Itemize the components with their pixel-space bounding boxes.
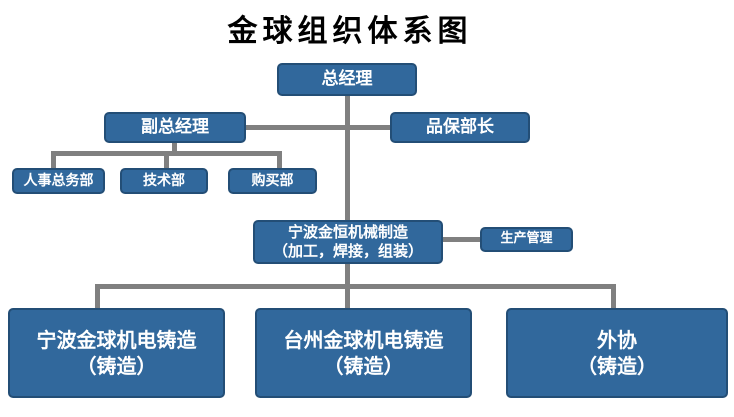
node-label-line2: （铸造）	[577, 354, 657, 378]
node-label-line1: 外协	[597, 328, 637, 352]
node-label: 技术部	[143, 172, 185, 189]
node-ningbo-casting: 宁波金球机电铸造 （铸造）	[8, 308, 225, 398]
node-label-line2: （铸造）	[76, 354, 157, 378]
node-label: 人事总务部	[23, 172, 94, 189]
connector-bottom-rail	[95, 284, 616, 289]
connector-to-outsourcing	[611, 284, 616, 308]
node-general-manager: 总经理	[277, 63, 417, 96]
node-label-line1: 宁波金球机电铸造	[36, 328, 197, 352]
node-label-line1: 宁波金恒机械制造	[287, 222, 408, 241]
node-taizhou-casting: 台州金球机电铸造 （铸造）	[255, 308, 472, 398]
node-quality-assurance-chief: 品保部长	[390, 112, 530, 143]
node-label-line2: （铸造）	[323, 354, 404, 378]
chart-title: 金球组织体系图	[227, 14, 473, 49]
node-purchasing-dept: 购买部	[228, 168, 317, 194]
node-outsourcing: 外协 （铸造）	[506, 308, 728, 398]
node-jinheng-machinery: 宁波金恒机械制造 （加工，焊接，组装）	[253, 220, 443, 264]
node-label: 品保部长	[426, 117, 494, 138]
node-label: 生产管理	[500, 231, 553, 247]
node-label: 购买部	[251, 172, 294, 189]
connector-to-ningbo-casting	[95, 284, 100, 308]
node-production-management: 生产管理	[480, 227, 573, 252]
connector-to-purchasing	[277, 151, 282, 168]
node-hr-general-affairs: 人事总务部	[12, 168, 105, 194]
node-label: 副总经理	[141, 117, 209, 138]
connector-deputy-down	[172, 143, 177, 156]
node-technology-dept: 技术部	[120, 168, 208, 194]
node-deputy-general-manager: 副总经理	[104, 112, 246, 143]
node-label-line2: （加工，焊接，组装）	[272, 242, 423, 260]
connector-to-production	[443, 237, 480, 242]
connector-to-hr	[51, 151, 56, 168]
node-label: 总经理	[321, 69, 373, 90]
connector-to-tech	[164, 151, 169, 168]
connector-deputy-quality	[246, 125, 390, 130]
connector-ceo-down	[345, 96, 350, 220]
node-label-line1: 台州金球机电铸造	[283, 328, 444, 352]
